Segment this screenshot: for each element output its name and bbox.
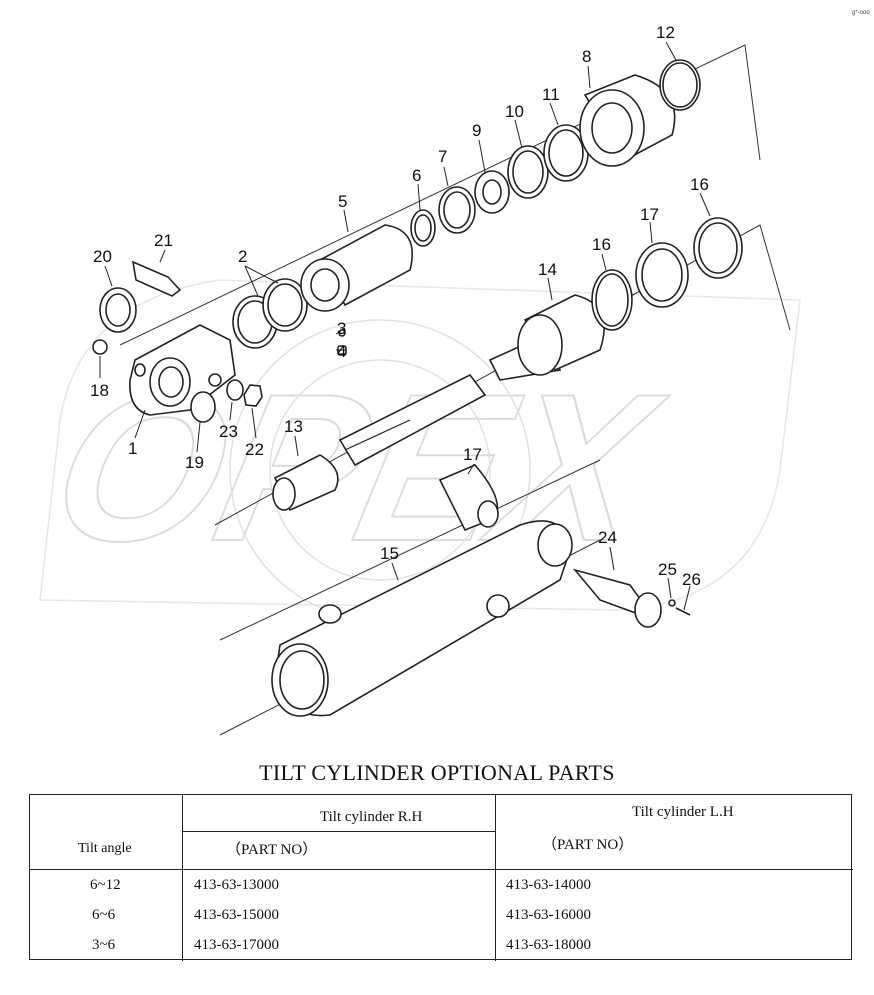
callout-27: 26 — [682, 570, 701, 589]
table-divider — [182, 795, 183, 961]
callout-2: 2 — [238, 247, 247, 266]
part-1-end-bracket — [129, 324, 236, 416]
callout-10: 10 — [505, 102, 524, 121]
callout-numbers: 12 8 11 10 9 7 6 5 16 17 21 2 20 16 14 3… — [90, 23, 709, 589]
callout-23: 22 — [245, 440, 264, 459]
small-hardware — [92, 260, 263, 423]
callout-19: 18 — [90, 381, 109, 400]
callout-6: 6 — [412, 166, 421, 185]
parts-16-17-seals — [591, 217, 743, 331]
callout-11: 11 — [542, 85, 560, 104]
opex-watermark: OPEX — [35, 279, 801, 621]
row-angle: 6~12 — [90, 877, 121, 893]
optional-parts-table: Tilt angle Tilt cylinder R.H （PART NO） T… — [29, 794, 853, 961]
row-lh-part: 413-63-18000 — [506, 937, 591, 953]
rings-6-11 — [410, 124, 589, 247]
row-rh-part: 413-63-13000 — [194, 877, 279, 893]
row-rh-part: 413-63-17000 — [194, 937, 279, 953]
table-divider — [495, 795, 496, 961]
table-divider — [30, 869, 853, 870]
part-15-cylinder-tube — [271, 520, 573, 717]
corner-mark: g*-ooo — [852, 10, 870, 16]
row-rh-part: 413-63-15000 — [194, 907, 279, 923]
callout-9: 9 — [472, 121, 481, 140]
callout-18: 17 — [463, 445, 482, 464]
leader-lines — [99, 41, 711, 611]
header-rh: Tilt cylinder R.H — [320, 809, 423, 825]
part-13-sleeve — [272, 454, 339, 512]
exploded-parts-diagram: OPEX g*-ooo — [35, 10, 870, 736]
callout-25: 24 — [598, 528, 617, 547]
callout-26: 25 — [658, 560, 677, 579]
part-14-piston — [488, 294, 605, 381]
callout-16a: 16 — [690, 175, 709, 194]
piston-rod — [338, 373, 487, 467]
part-12-oring — [659, 59, 701, 111]
callout-15: 15 — [380, 544, 399, 563]
callout-14: 14 — [538, 260, 557, 279]
callout-3: 3 — [337, 319, 346, 338]
callout-13: 13 — [284, 417, 303, 436]
part-8-gland — [579, 74, 676, 167]
part-2-seals — [232, 278, 308, 349]
row-angle: 3~6 — [92, 937, 116, 953]
part-18-pin — [438, 464, 499, 532]
table-title: TILT CYLINDER OPTIONAL PARTS — [259, 760, 615, 785]
table-divider — [182, 831, 495, 832]
part-5-bushing — [300, 224, 414, 312]
callout-16b: 16 — [592, 235, 611, 254]
callout-7: 7 — [438, 147, 447, 166]
callout-24: 23 — [219, 422, 238, 441]
header-lh: Tilt cylinder L.H — [632, 804, 734, 820]
callout-20: 19 — [185, 453, 204, 472]
row-lh-part: 413-63-16000 — [506, 907, 591, 923]
row-angle: 6~6 — [92, 907, 116, 923]
callout-21: 20 — [93, 247, 112, 266]
row-lh-part: 413-63-14000 — [506, 877, 591, 893]
part-25-pin — [572, 568, 691, 628]
header-tilt-angle: Tilt angle — [78, 841, 132, 856]
callout-17: 17 — [640, 205, 659, 224]
callout-4: 4 — [337, 342, 346, 361]
header-lh-part-no: （PART NO） — [542, 837, 634, 853]
callout-8: 8 — [582, 47, 591, 66]
callout-22: 21 — [154, 231, 173, 250]
header-rh-part-no: （PART NO） — [226, 842, 318, 858]
callout-1: 1 — [128, 439, 137, 458]
callout-5: 5 — [338, 192, 347, 211]
callout-12: 12 — [656, 23, 675, 42]
